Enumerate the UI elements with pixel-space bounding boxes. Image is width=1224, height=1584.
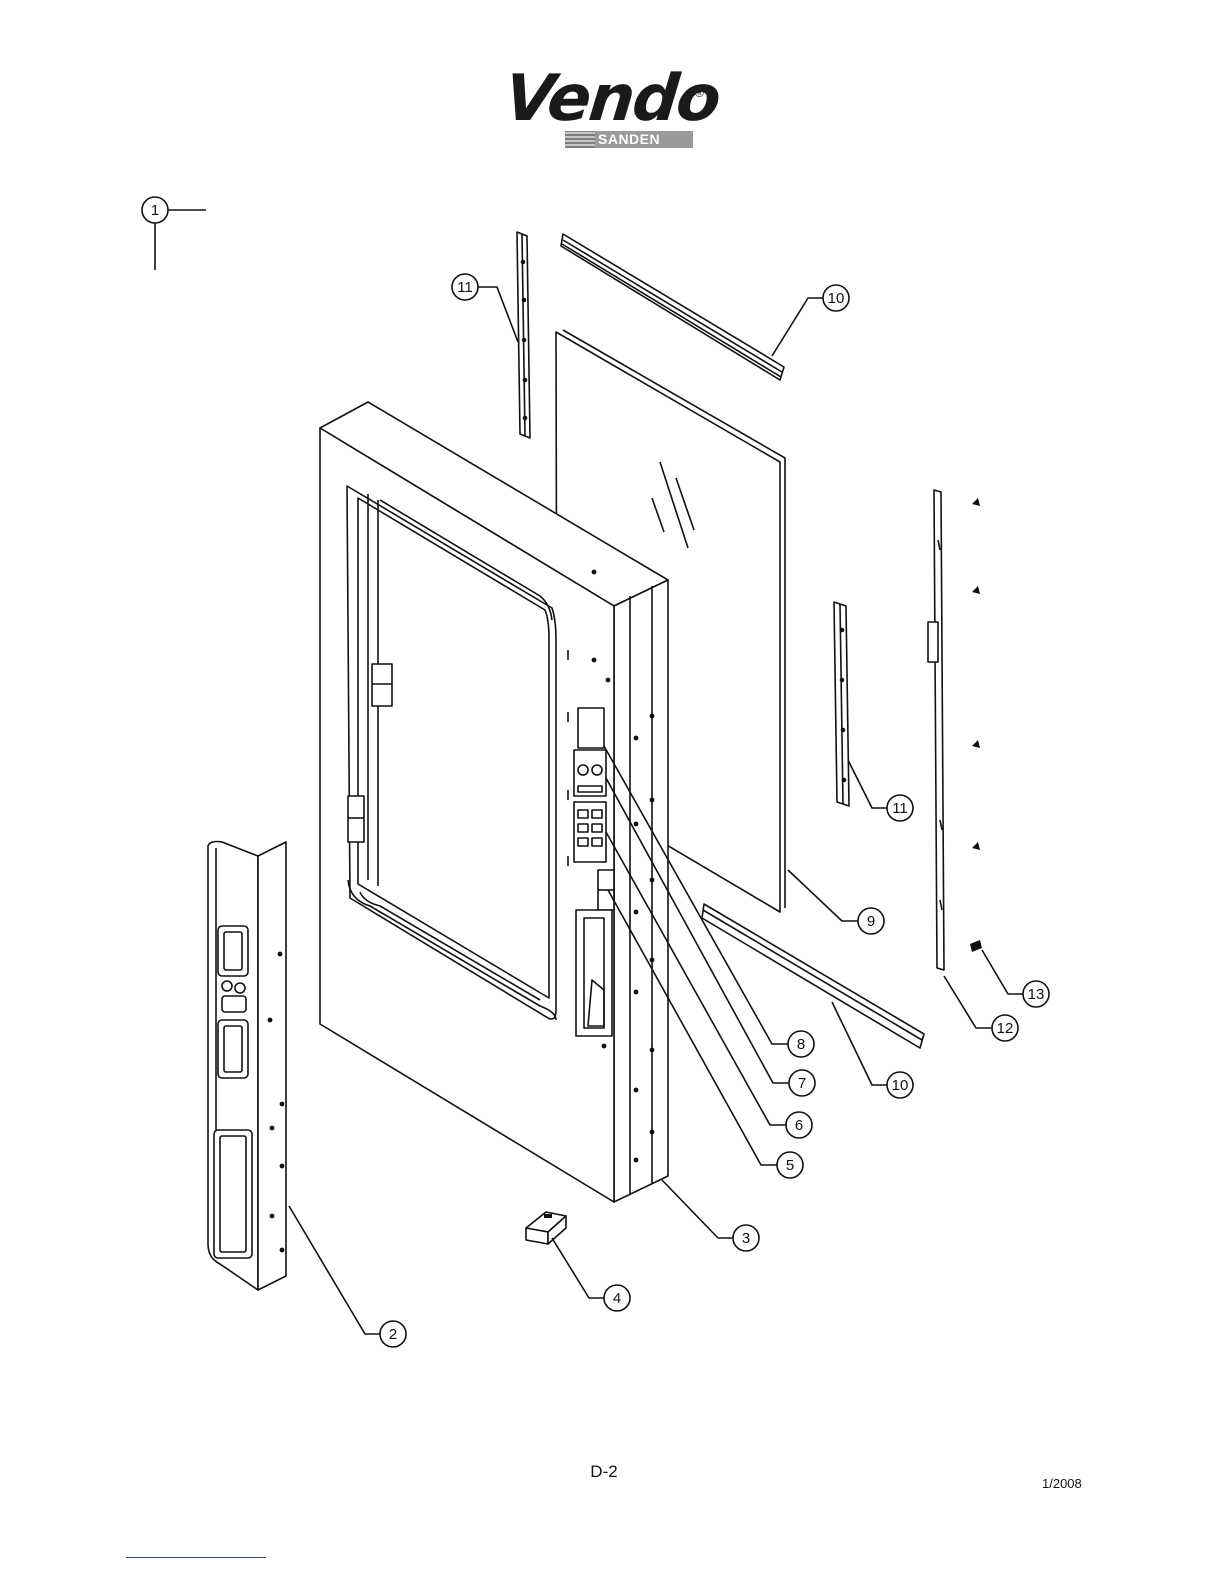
callout-13-number: 13 <box>1028 986 1045 1003</box>
callout-2: 2 <box>289 1206 406 1347</box>
part-2-side-panel <box>208 842 286 1291</box>
page-number: D-2 <box>0 1462 1224 1482</box>
footer-rule <box>126 1557 266 1558</box>
part-11-upper-strip <box>517 232 530 438</box>
callout-12: 12 <box>944 976 1018 1041</box>
callout-10-upper-number: 10 <box>828 290 845 307</box>
callout-2-number: 2 <box>389 1326 397 1343</box>
callout-12-number: 12 <box>997 1020 1014 1037</box>
part-12-hinge-strip <box>928 490 944 970</box>
callout-4: 4 <box>552 1238 630 1311</box>
callout-9-number: 9 <box>867 913 875 930</box>
callout-1-number: 1 <box>151 202 159 219</box>
part-10-lower-rail <box>702 904 924 1048</box>
part-4-block <box>526 1212 566 1244</box>
callout-1: 1 <box>142 197 206 270</box>
page-number-text: D-2 <box>590 1462 617 1481</box>
callout-6-number: 6 <box>795 1117 803 1134</box>
callout-11-lower-number: 11 <box>892 800 908 817</box>
callout-10-upper: 10 <box>772 285 849 356</box>
callout-3-number: 3 <box>742 1230 750 1247</box>
callout-7-number: 7 <box>798 1075 806 1092</box>
callout-3: 3 <box>662 1180 759 1251</box>
callout-8-number: 8 <box>797 1036 805 1053</box>
callout-5-number: 5 <box>786 1157 794 1174</box>
callout-10-lower-number: 10 <box>892 1077 909 1094</box>
callout-4-number: 4 <box>613 1290 621 1307</box>
part-11-lower-strip <box>834 602 849 806</box>
callout-11-upper: 11 <box>452 274 518 342</box>
revision-date: 1/2008 <box>1042 1476 1082 1491</box>
callout-9: 9 <box>788 870 884 934</box>
callout-13: 13 <box>982 950 1049 1007</box>
callout-11-lower: 11 <box>848 760 913 821</box>
part-13-screws <box>970 498 982 952</box>
callout-11-upper-number: 11 <box>457 279 473 296</box>
